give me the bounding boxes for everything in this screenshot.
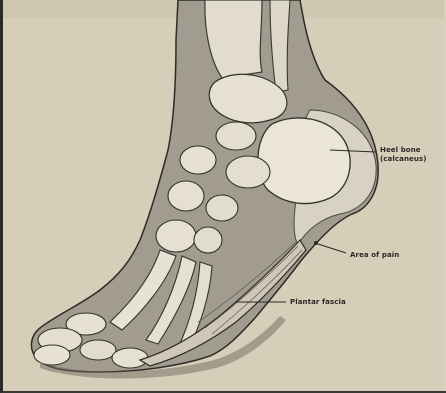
navicular-bone <box>216 122 256 150</box>
area-of-pain-label: Area of pain <box>350 251 399 259</box>
cuboid-bone <box>226 156 270 188</box>
cuneiform-bone-2 <box>168 181 204 211</box>
calcaneus-bone <box>258 118 350 204</box>
heel-bone-label: Heel bone <box>380 146 421 154</box>
tarsal-bone-5 <box>194 227 222 253</box>
toe-5 <box>112 348 148 368</box>
cuneiform-bone-3 <box>206 195 238 221</box>
toe-3 <box>34 345 70 365</box>
area-of-pain-marker <box>314 241 318 245</box>
toe-4 <box>80 340 116 360</box>
calcaneus-label: (calcaneus) <box>380 155 427 163</box>
tarsal-bone-4 <box>156 220 196 252</box>
cuneiform-bone-1 <box>180 146 216 174</box>
plantar-fascia-label: Plantar fascia <box>290 298 346 306</box>
